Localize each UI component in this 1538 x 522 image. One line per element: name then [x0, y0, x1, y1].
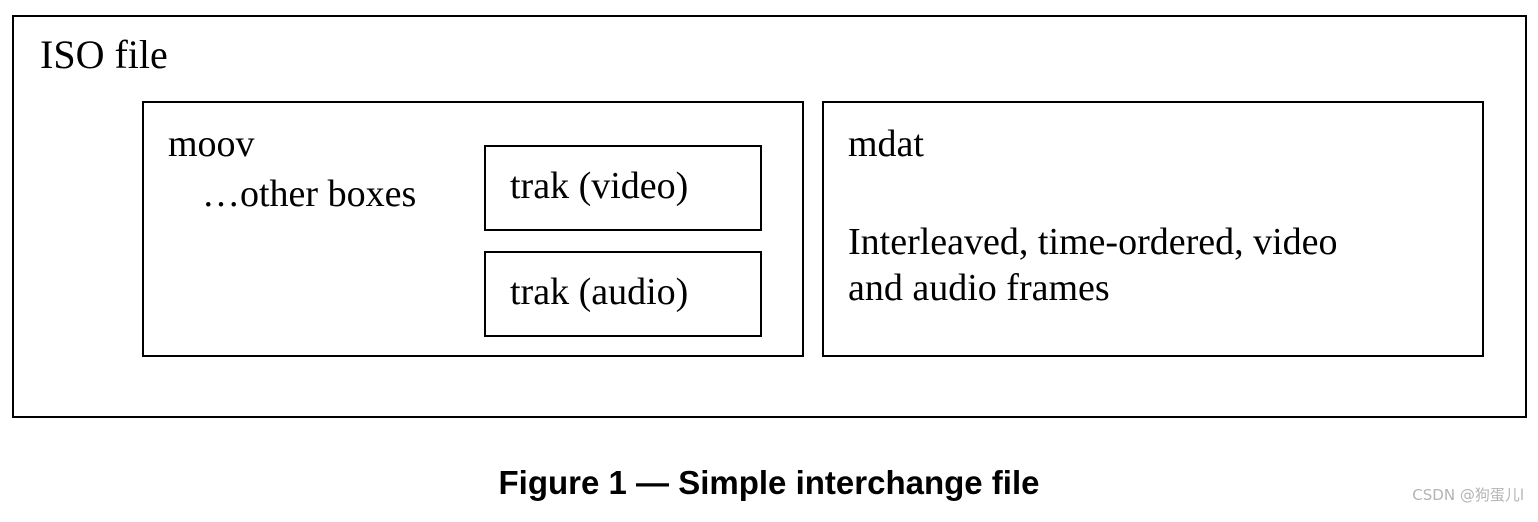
- figure-caption: Figure 1 — Simple interchange file: [498, 464, 1040, 501]
- watermark: CSDN @狗蛋儿l: [1412, 486, 1524, 504]
- iso-file-label: ISO file: [40, 32, 168, 77]
- trak-video-box: trak (video): [484, 145, 762, 231]
- iso-file-box: ISO file moov …other boxes trak (video) …: [12, 15, 1527, 418]
- mdat-description-line-1: Interleaved, time-ordered, video: [848, 221, 1338, 263]
- trak-audio-label: trak (audio): [510, 271, 689, 313]
- trak-video-label: trak (video): [510, 165, 689, 207]
- mdat-box: mdat Interleaved, time-ordered, video an…: [822, 101, 1484, 357]
- other-boxes-label: …other boxes: [202, 173, 417, 215]
- moov-box: moov …other boxes trak (video) trak (aud…: [142, 101, 804, 357]
- moov-label: moov: [168, 123, 255, 165]
- mdat-label: mdat: [848, 123, 924, 165]
- mdat-description-line-2: and audio frames: [848, 267, 1110, 309]
- trak-audio-box: trak (audio): [484, 251, 762, 337]
